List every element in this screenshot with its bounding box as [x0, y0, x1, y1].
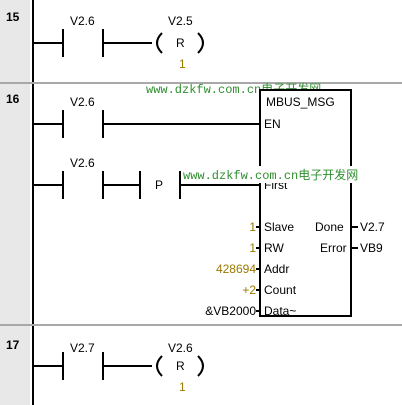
output-error-value[interactable]: VB9	[360, 241, 383, 255]
network-separator	[0, 324, 402, 326]
network-number-16[interactable]: 16	[6, 92, 20, 106]
watermark-url: www.dzkfw.com.cn	[183, 169, 299, 183]
mbus-msg-block[interactable]	[259, 89, 352, 317]
coil-count[interactable]: 1	[179, 57, 186, 71]
pin-done: Done	[315, 220, 344, 234]
power-rail	[32, 0, 34, 82]
block-title: MBUS_MSG	[266, 95, 335, 109]
watermark: www.dzkfw.com.cn电子开发网	[182, 166, 360, 183]
pin-en: EN	[264, 117, 281, 131]
first-contact-address[interactable]: V2.6	[70, 156, 95, 170]
watermark-text: 电子开发网	[298, 168, 359, 182]
pin-addr: Addr	[264, 262, 290, 276]
positive-edge-label[interactable]: P	[155, 178, 164, 192]
param-addr-value[interactable]: 428694	[215, 262, 256, 276]
en-contact-address[interactable]: V2.6	[70, 95, 95, 109]
coil-type[interactable]: R	[176, 36, 185, 50]
network-number-15[interactable]: 15	[6, 10, 20, 24]
param-slave-value[interactable]: 1	[249, 220, 256, 234]
coil-address[interactable]: V2.6	[168, 341, 193, 355]
param-rw-value[interactable]: 1	[249, 241, 256, 255]
pin-slave: Slave	[264, 220, 295, 234]
param-data-value[interactable]: &VB2000	[205, 304, 256, 318]
pin-data: Data~	[264, 304, 297, 318]
coil-count[interactable]: 1	[179, 380, 186, 394]
contact-address[interactable]: V2.6	[70, 14, 95, 28]
pin-error: Error	[320, 241, 347, 255]
coil-address[interactable]: V2.5	[168, 14, 193, 28]
contact-address[interactable]: V2.7	[70, 341, 95, 355]
output-done-value[interactable]: V2.7	[360, 220, 385, 234]
network-number-gutter	[0, 0, 30, 405]
watermark-url: www.dzkfw.com.cn	[146, 83, 262, 97]
pin-rw: RW	[264, 241, 284, 255]
coil-type[interactable]: R	[176, 359, 185, 373]
pin-count: Count	[264, 283, 297, 297]
power-rail	[32, 84, 34, 324]
param-count-value[interactable]: +2	[242, 283, 256, 297]
network-number-17[interactable]: 17	[6, 338, 20, 352]
network-separator	[0, 82, 402, 84]
